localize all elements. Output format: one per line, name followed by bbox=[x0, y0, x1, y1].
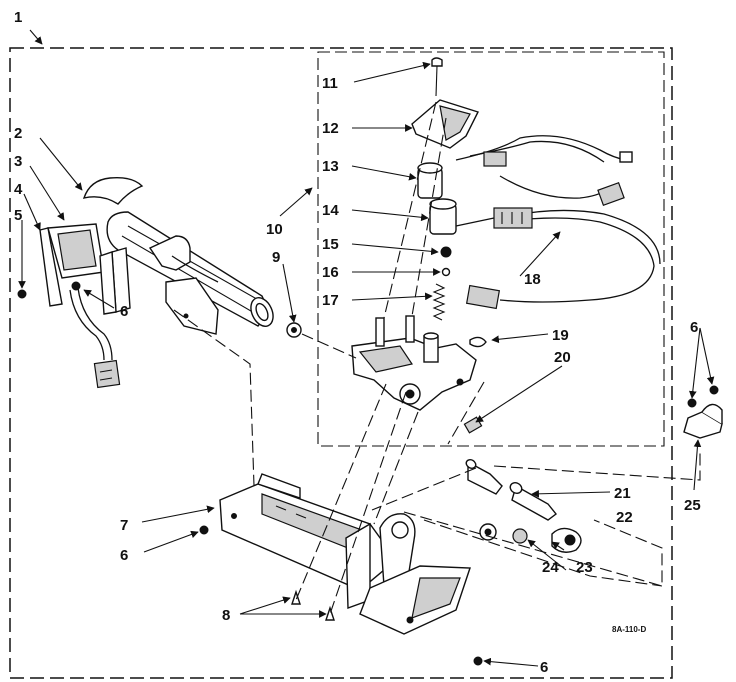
callout-1: 1 bbox=[14, 9, 22, 26]
callout-6-clamp: 6 bbox=[690, 319, 698, 336]
screw-6a-icon bbox=[71, 281, 81, 291]
callout-19: 19 bbox=[552, 327, 569, 344]
callout-3: 3 bbox=[14, 153, 22, 170]
callout-labels: 1 2 3 4 5 6 7 6 8 9 10 11 12 13 14 15 16… bbox=[14, 9, 701, 676]
callout-7: 7 bbox=[120, 517, 128, 534]
callout-18: 18 bbox=[524, 271, 541, 288]
screw-8-icons bbox=[291, 589, 335, 621]
base-bracket-7 bbox=[219, 473, 471, 635]
clamp-25 bbox=[683, 385, 723, 439]
callout-6-bottom: 6 bbox=[540, 659, 548, 676]
callout-15: 15 bbox=[322, 236, 339, 253]
callout-25: 25 bbox=[684, 497, 701, 514]
screw-5-icon bbox=[17, 289, 27, 299]
callout-21: 21 bbox=[614, 485, 631, 502]
callout-14: 14 bbox=[322, 202, 339, 219]
callout-11: 11 bbox=[322, 75, 338, 92]
burner-tube-assembly bbox=[82, 176, 274, 335]
callout-24: 24 bbox=[542, 559, 559, 576]
callout-4: 4 bbox=[14, 181, 23, 198]
callout-22: 22 bbox=[616, 509, 633, 526]
callout-23: 23 bbox=[576, 559, 593, 576]
callout-6-bracket: 6 bbox=[120, 547, 128, 564]
drawing-code: 8A-110-D bbox=[612, 625, 646, 634]
callout-17: 17 bbox=[322, 292, 339, 309]
callout-20: 20 bbox=[554, 349, 571, 366]
callout-2: 2 bbox=[14, 125, 22, 142]
reference-lines bbox=[173, 101, 701, 615]
igniter-bracket bbox=[39, 223, 131, 389]
callout-10: 10 bbox=[266, 221, 283, 238]
callout-6-igniter: 6 bbox=[120, 303, 128, 320]
assembly-boundary bbox=[9, 47, 673, 679]
fittings-21-24 bbox=[465, 459, 582, 553]
valve-stack bbox=[351, 57, 487, 434]
callout-9: 9 bbox=[272, 249, 280, 266]
wire-harness-18 bbox=[455, 135, 661, 310]
callout-12: 12 bbox=[322, 120, 339, 137]
valve-subassembly-boundary bbox=[317, 51, 665, 447]
callout-13: 13 bbox=[322, 158, 339, 175]
screw-6-bottom-icon bbox=[473, 656, 483, 666]
nut-9-icon bbox=[286, 322, 302, 338]
screw-6-left-icon bbox=[199, 525, 209, 535]
leader-lines bbox=[18, 29, 715, 667]
callout-8: 8 bbox=[222, 607, 230, 624]
callout-5: 5 bbox=[14, 207, 22, 224]
callout-16: 16 bbox=[322, 264, 339, 281]
